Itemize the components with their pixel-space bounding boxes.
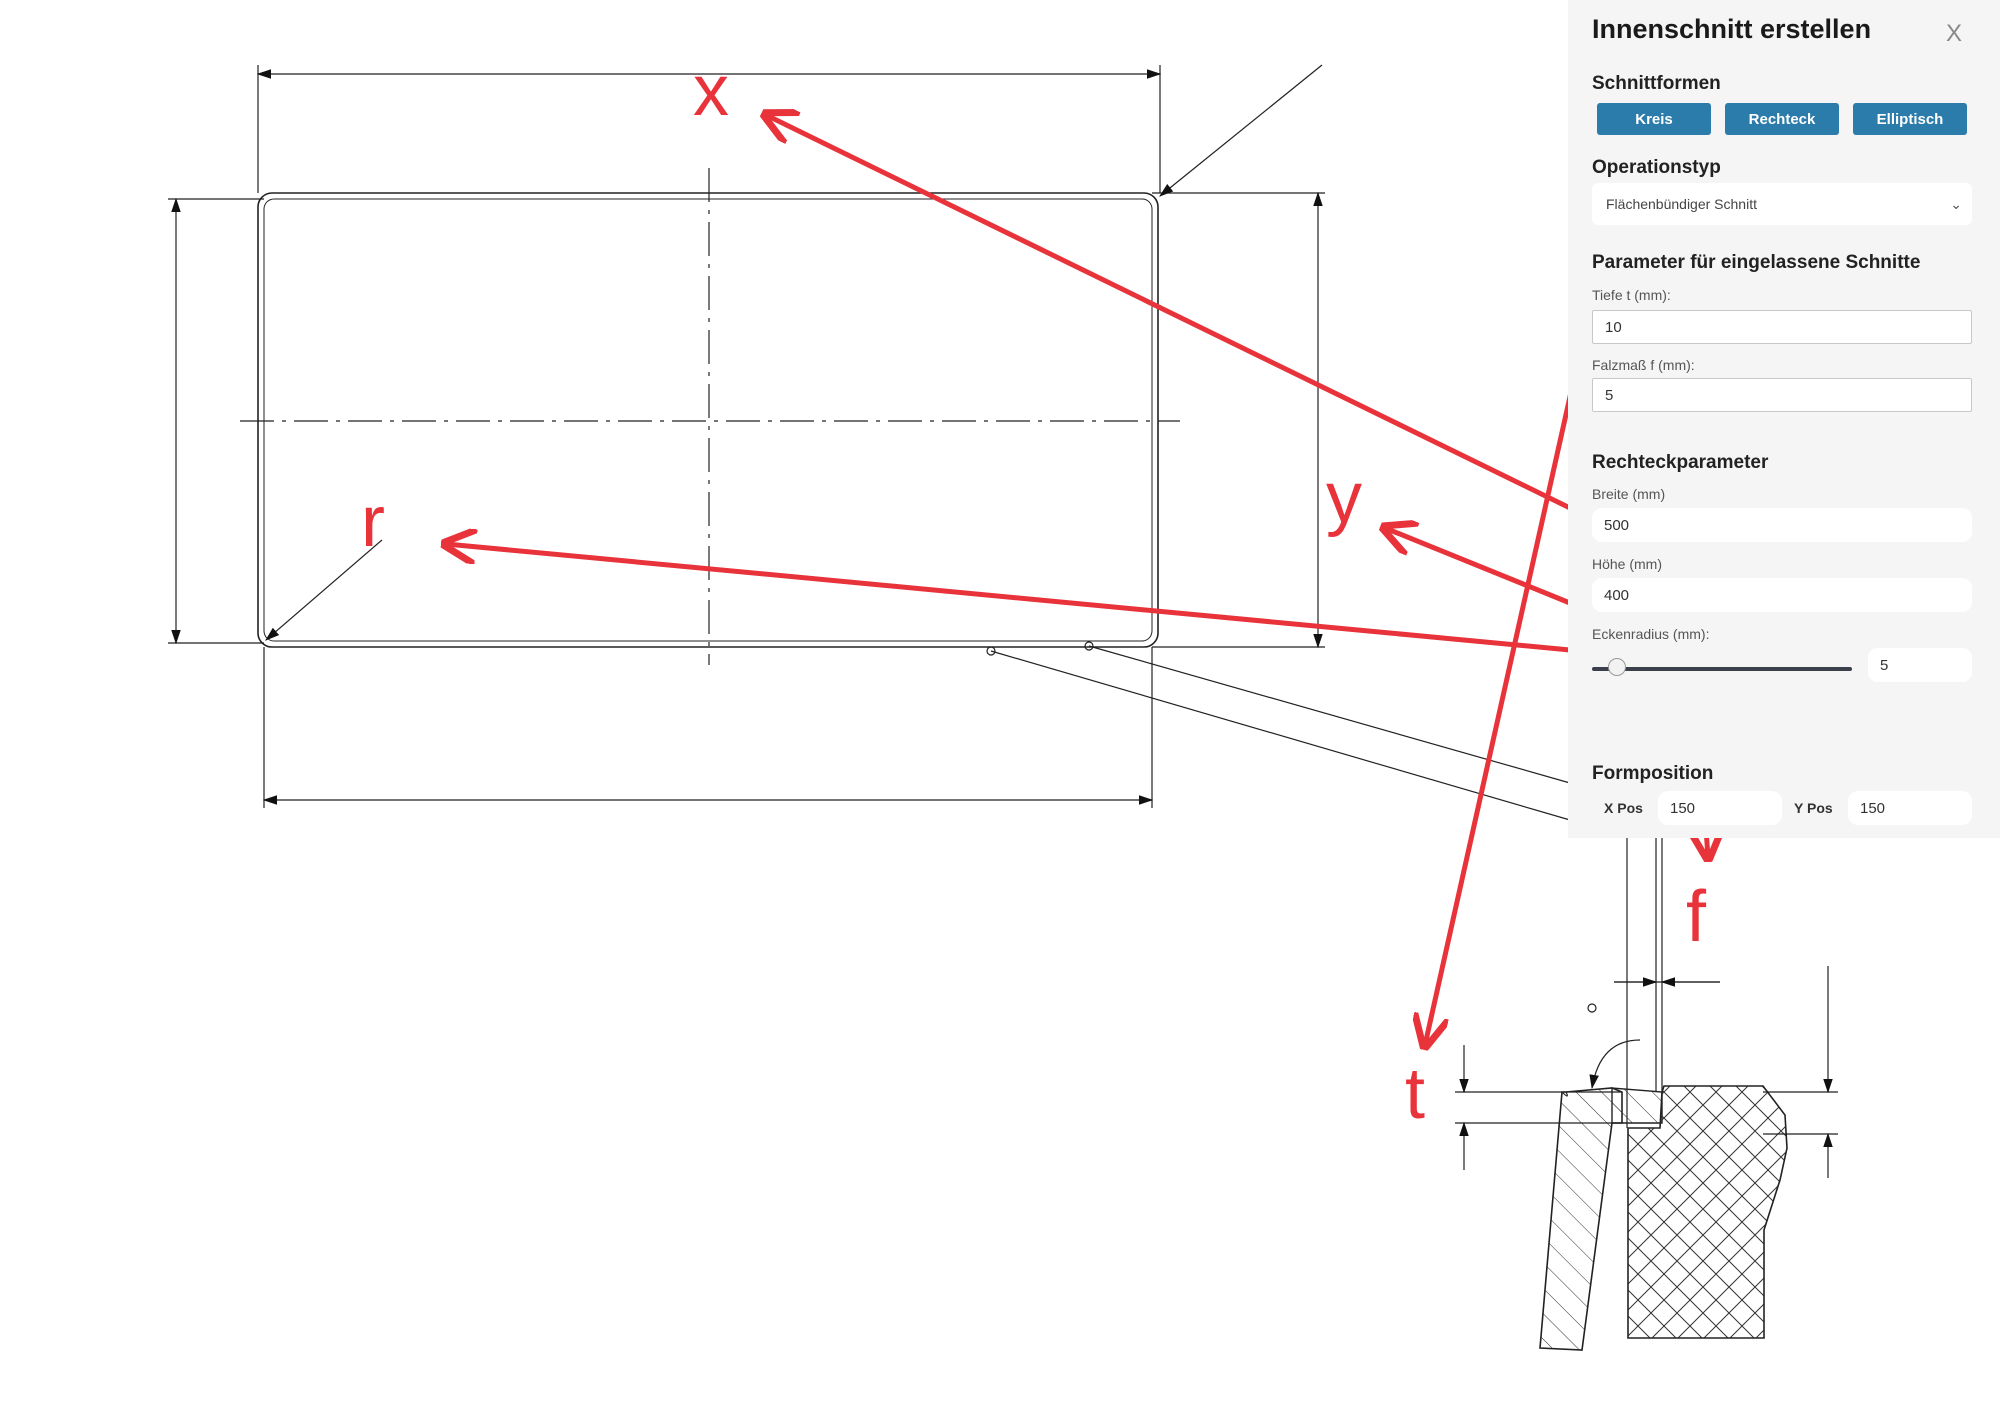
x-pos-label: X Pos: [1604, 800, 1643, 816]
width-label: Breite (mm): [1592, 486, 1666, 502]
plan-view: [168, 64, 1571, 821]
left-profile: [1539, 1087, 1623, 1351]
recessed-section-title: Parameter für eingelassene Schnitte: [1592, 252, 1921, 273]
shape-circle-button[interactable]: Kreis: [1597, 103, 1711, 135]
corner-radius-leader: [265, 539, 383, 641]
corner-radius-input[interactable]: [1868, 648, 1972, 682]
inner-rounded-rect: [263, 198, 1153, 642]
corner-radius-label: Eckenradius (mm):: [1592, 626, 1710, 642]
annotation-t: t: [1405, 1054, 1426, 1134]
corner-radius-slider-thumb[interactable]: [1608, 658, 1626, 676]
arrow-to-t: [1425, 340, 1585, 1045]
corner-radius-slider[interactable]: [1592, 667, 1852, 671]
depth-input[interactable]: [1592, 310, 1972, 344]
y-pos-input[interactable]: [1848, 791, 1972, 825]
rabbet-label: Falzmaß f (mm):: [1592, 357, 1695, 373]
x-pos-input[interactable]: [1658, 791, 1782, 825]
annotation-y: y: [1326, 458, 1362, 538]
annotation-f: f: [1686, 877, 1707, 957]
arrow-to-r: [446, 544, 1573, 653]
height-input[interactable]: [1592, 578, 1972, 612]
corner-leader-top: [1159, 64, 1323, 197]
shape-section-title: Schnittformen: [1592, 73, 1721, 94]
depth-label: Tiefe t (mm):: [1592, 287, 1671, 303]
shape-elliptic-button[interactable]: Elliptisch: [1853, 103, 1967, 135]
position-section-title: Formposition: [1592, 763, 1714, 784]
shape-rectangle-button[interactable]: Rechteck: [1725, 103, 1839, 135]
operation-type-value: Flächenbündiger Schnitt: [1606, 196, 1757, 212]
y-pos-label: Y Pos: [1794, 800, 1833, 816]
outer-rounded-rect: [257, 192, 1159, 648]
operation-section-title: Operationstyp: [1592, 157, 1721, 178]
section-view: [1455, 836, 1838, 1351]
width-input[interactable]: [1592, 508, 1972, 542]
operation-type-select[interactable]: Flächenbündiger Schnitt ⌄: [1592, 183, 1972, 225]
panel-title: Innenschnitt erstellen: [1592, 14, 1872, 44]
annotation-r: r: [361, 482, 385, 562]
rectangle-section-title: Rechteckparameter: [1592, 452, 1769, 473]
close-icon[interactable]: X: [1946, 20, 1963, 47]
chevron-down-icon: ⌄: [1950, 196, 1962, 212]
right-block: [1627, 1085, 1788, 1339]
arrow-to-y: [1385, 528, 1573, 606]
arrow-to-x: [766, 115, 1573, 511]
red-arrows: [446, 115, 1708, 1045]
inner-cut-panel: Innenschnitt erstellen X Schnittformen K…: [1568, 0, 2000, 838]
annotation-x: x: [693, 51, 729, 131]
height-label: Höhe (mm): [1592, 556, 1663, 572]
rabbet-input[interactable]: [1592, 378, 1972, 412]
